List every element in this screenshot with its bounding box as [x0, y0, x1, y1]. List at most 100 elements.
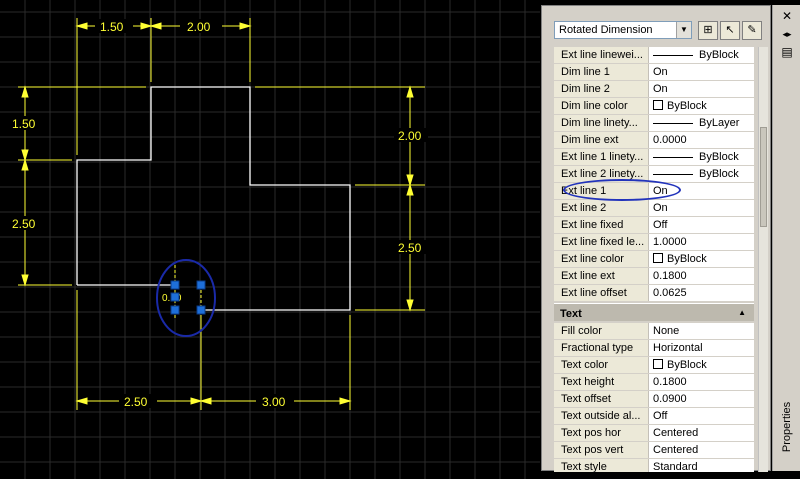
property-name: Text pos hor — [554, 425, 649, 441]
object-type-dropdown[interactable]: Rotated Dimension ▼ — [554, 21, 692, 39]
property-name: Ext line 2 — [554, 200, 649, 216]
autohide-icon[interactable]: ◂▸ — [782, 29, 792, 39]
property-name: Ext line ext — [554, 268, 649, 284]
property-name: Ext line fixed — [554, 217, 649, 233]
property-row[interactable]: Ext line 2 linety...ByBlock — [554, 166, 754, 183]
collapse-icon[interactable]: ▲ — [738, 308, 746, 317]
property-value[interactable]: On — [649, 64, 754, 80]
property-name: Dim line 2 — [554, 81, 649, 97]
property-value[interactable]: Horizontal — [649, 340, 754, 356]
property-name: Text offset — [554, 391, 649, 407]
pickadd-icon: ⊞ — [703, 24, 713, 36]
toggle-pickadd-button[interactable]: ⊞ — [698, 21, 718, 40]
annotation-circle-selection — [156, 259, 216, 337]
dim-text-top-left: 1.50 — [100, 20, 124, 34]
object-type-label: Rotated Dimension — [559, 24, 653, 36]
property-value[interactable]: 0.1800 — [649, 268, 754, 284]
chevron-down-icon[interactable]: ▼ — [676, 22, 691, 38]
dim-text-top-right: 2.00 — [187, 20, 211, 34]
quick-select-button[interactable]: ✎ — [742, 21, 762, 40]
property-name: Dim line linety... — [554, 115, 649, 131]
palette-title-bar: ✕ ◂▸ ▤ Properties — [772, 5, 800, 471]
property-value[interactable]: ByBlock — [649, 166, 754, 182]
property-value[interactable]: On — [649, 200, 754, 216]
property-row[interactable]: Ext line 1 linety...ByBlock — [554, 149, 754, 166]
property-value[interactable]: 0.0625 — [649, 285, 754, 301]
property-value[interactable]: ByBlock — [649, 98, 754, 114]
property-row[interactable]: Dim line linety...ByLayer — [554, 115, 754, 132]
property-value[interactable]: ByBlock — [649, 149, 754, 165]
dim-text-left-top: 1.50 — [12, 117, 36, 131]
dim-text-right-bottom: 2.50 — [398, 241, 422, 255]
property-value[interactable]: Off — [649, 408, 754, 424]
palette-title: Properties — [781, 401, 794, 453]
property-value[interactable]: Centered — [649, 425, 754, 441]
quick-select-icon: ✎ — [747, 24, 757, 36]
property-value[interactable]: Standard — [649, 459, 754, 472]
property-name: Text height — [554, 374, 649, 390]
property-row[interactable]: Ext line fixed le...1.0000 — [554, 234, 754, 251]
dim-text-right-top: 2.00 — [398, 129, 422, 143]
properties-menu-icon[interactable]: ▤ — [781, 45, 793, 59]
property-value[interactable]: 0.0000 — [649, 132, 754, 148]
section-title: Text — [560, 308, 582, 320]
property-name: Dim line ext — [554, 132, 649, 148]
selection-grips[interactable] — [170, 280, 206, 315]
property-value[interactable]: Centered — [649, 442, 754, 458]
property-name: Ext line 1 — [554, 183, 649, 199]
property-row[interactable]: Text outside al...Off — [554, 408, 754, 425]
property-value[interactable]: ByBlock — [649, 357, 754, 373]
select-objects-button[interactable]: ↖ — [720, 21, 740, 40]
property-name: Ext line offset — [554, 285, 649, 301]
property-name: Ext line 1 linety... — [554, 149, 649, 165]
dimension-lines — [18, 18, 425, 410]
scrollbar-thumb[interactable] — [760, 127, 767, 227]
property-name: Text pos vert — [554, 442, 649, 458]
part-outline — [76, 86, 351, 311]
dim-text-left-bottom: 2.50 — [12, 217, 36, 231]
property-value[interactable]: On — [649, 81, 754, 97]
property-value[interactable]: None — [649, 323, 754, 339]
property-name: Ext line linewei... — [554, 47, 649, 63]
property-value[interactable]: Off — [649, 217, 754, 233]
property-value[interactable]: ByBlock — [649, 47, 754, 63]
property-value[interactable]: 1.0000 — [649, 234, 754, 250]
property-name: Ext line 2 linety... — [554, 166, 649, 182]
property-scrollbar[interactable] — [758, 47, 768, 472]
property-name: Text color — [554, 357, 649, 373]
property-value[interactable]: On — [649, 183, 754, 199]
section-header-text[interactable]: Text ▲ — [554, 303, 754, 321]
dim-text-bottom-right: 3.00 — [262, 395, 286, 409]
property-value[interactable]: 0.1800 — [649, 374, 754, 390]
property-name: Fractional type — [554, 340, 649, 356]
property-row[interactable]: Ext line linewei...ByBlock — [554, 47, 754, 64]
property-value[interactable]: 0.0900 — [649, 391, 754, 407]
property-name: Dim line color — [554, 98, 649, 114]
drawing-canvas[interactable]: 1.50 2.00 1.50 2.50 2.00 2.50 2.50 3.00 … — [0, 0, 540, 479]
property-value[interactable]: ByLayer — [649, 115, 754, 131]
property-name: Ext line fixed le... — [554, 234, 649, 250]
property-name: Dim line 1 — [554, 64, 649, 80]
property-name: Ext line color — [554, 251, 649, 267]
close-icon[interactable]: ✕ — [781, 9, 793, 23]
property-value[interactable]: ByBlock — [649, 251, 754, 267]
